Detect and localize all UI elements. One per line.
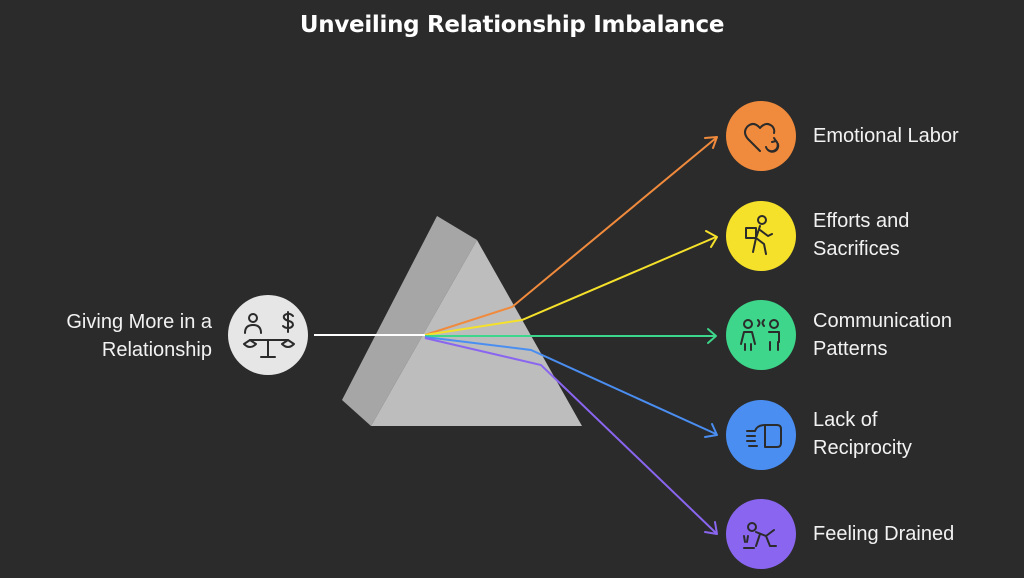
output-node-lack-of-reciprocity	[726, 400, 796, 470]
source-node	[228, 295, 308, 375]
ray-feeling-drained	[424, 337, 718, 535]
output-circle	[726, 400, 796, 470]
ray-lack-of-reciprocity	[424, 336, 718, 438]
output-node-efforts-and-sacrifices	[726, 201, 796, 271]
output-label-line2: Patterns	[813, 338, 888, 360]
heart-cycle-icon	[744, 122, 780, 153]
output-label-line1: Emotional Labor	[813, 125, 959, 147]
output-label-line2: Sacrifices	[813, 238, 900, 260]
output-label-line1: Feeling Drained	[813, 523, 955, 545]
output-label-emotional-labor: Emotional Labor	[813, 122, 959, 150]
page-title: Unveiling Relationship Imbalance	[299, 12, 725, 38]
ray-communication-patterns	[425, 328, 717, 344]
output-label-line1: Communication	[813, 310, 952, 332]
source-label: Giving More in a Relationship	[12, 308, 212, 364]
source-label-line1: Giving More in a	[66, 311, 212, 333]
output-circle	[726, 101, 796, 171]
prism-front-face	[371, 240, 582, 426]
source-circle	[228, 295, 308, 375]
output-label-line1: Lack of	[813, 409, 878, 431]
prism-side-face	[342, 216, 477, 426]
output-node-communication-patterns	[726, 300, 796, 370]
output-node-emotional-labor	[726, 101, 796, 171]
two-people-talking-icon	[740, 319, 780, 351]
output-label-communication-patterns: Communication Patterns	[813, 307, 952, 363]
output-label-feeling-drained: Feeling Drained	[813, 520, 954, 548]
output-label-line2: Reciprocity	[813, 437, 912, 459]
output-label-efforts-and-sacrifices: Efforts and Sacrifices	[813, 207, 909, 263]
hand-pointing-icon	[746, 424, 782, 448]
output-label-lack-of-reciprocity: Lack of Reciprocity	[813, 406, 912, 462]
person-carrying-box-icon	[745, 215, 773, 255]
output-circle	[726, 201, 796, 271]
balance-scale-person-dollar-icon	[243, 311, 295, 358]
person-crawling-tired-icon	[743, 522, 777, 549]
ray-emotional-labor	[424, 136, 718, 336]
ray-efforts-and-sacrifices	[424, 230, 718, 336]
output-node-feeling-drained	[726, 499, 796, 569]
source-label-line2: Relationship	[101, 339, 212, 361]
output-circle	[726, 300, 796, 370]
output-label-line1: Efforts and	[813, 210, 910, 232]
prism	[342, 216, 582, 426]
